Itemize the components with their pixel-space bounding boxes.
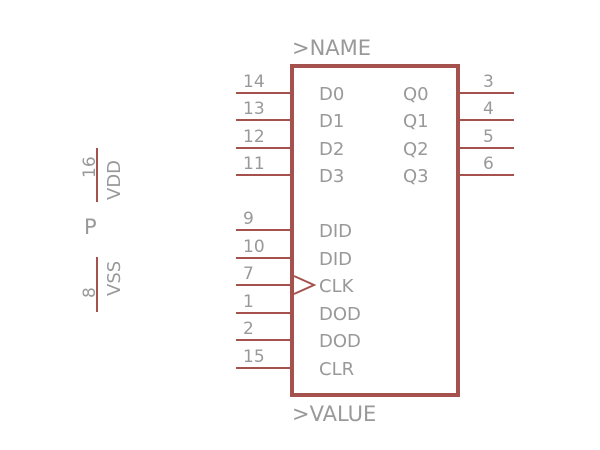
pin-number-6: 6 — [483, 154, 494, 174]
pin-number-7: 7 — [243, 264, 254, 284]
pin-number-12: 12 — [243, 127, 265, 147]
pin-name-13: D1 — [319, 111, 344, 132]
pin-number-14: 14 — [243, 72, 265, 92]
pin-number-3: 3 — [483, 72, 494, 92]
vss-net-label: VSS — [104, 261, 125, 296]
pin-name-2: DOD — [319, 331, 361, 352]
pin-number-15: 15 — [243, 347, 265, 367]
part-name-label: >NAME — [292, 36, 371, 60]
pin-name-q3: Q3 — [403, 166, 429, 187]
vdd-pin-number: 16 — [80, 156, 100, 178]
power-prefix-label: P — [84, 215, 97, 239]
pin-name-1: DOD — [319, 304, 361, 325]
pin-number-2: 2 — [243, 319, 254, 339]
vdd-net-label: VDD — [104, 160, 125, 200]
power-pins: 16 VDD P 8 VSS — [80, 148, 125, 312]
pin-name-15: CLR — [319, 359, 354, 380]
pin-name-14: D0 — [319, 84, 344, 105]
pin-number-5: 5 — [483, 127, 494, 147]
pin-name-9: DID — [319, 221, 352, 242]
pin-name-12: D2 — [319, 139, 344, 160]
pin-name-10: DID — [319, 249, 352, 270]
pin-number-4: 4 — [483, 99, 494, 119]
pin-name-7: CLK — [319, 276, 355, 297]
pin-name-q1: Q1 — [403, 111, 429, 132]
pin-name-q2: Q2 — [403, 139, 429, 160]
pin-number-13: 13 — [243, 99, 265, 119]
component-body — [290, 64, 460, 397]
clock-indicator-icon — [293, 275, 317, 295]
right-pins: 3Q0 4Q1 5Q2 6Q3 — [403, 72, 514, 187]
pin-name-11: D3 — [319, 166, 344, 187]
part-value-label: >VALUE — [292, 402, 376, 426]
pin-number-11: 11 — [243, 154, 265, 174]
left-pins: 14D013D112D211D39DID10DID7CLK1DOD2DOD15C… — [236, 72, 361, 380]
pin-name-q0: Q0 — [403, 84, 429, 105]
pin-number-9: 9 — [243, 209, 254, 229]
pin-number-10: 10 — [243, 237, 265, 257]
pin-number-1: 1 — [243, 292, 254, 312]
vss-pin-number: 8 — [80, 287, 100, 298]
